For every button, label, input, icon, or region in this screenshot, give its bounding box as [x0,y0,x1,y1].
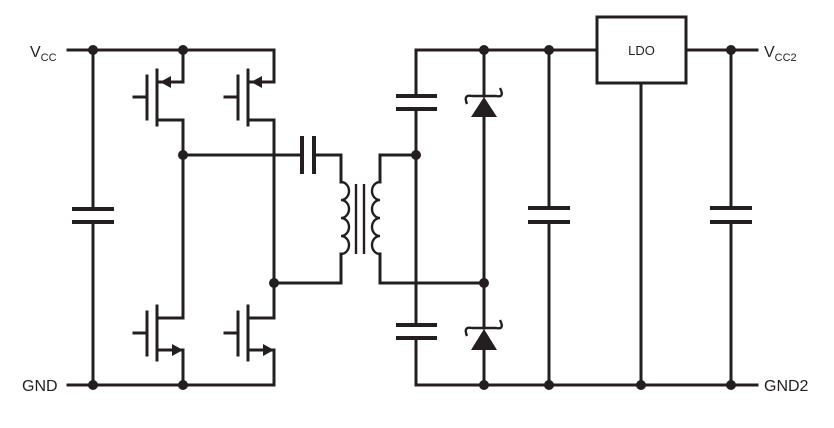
input-capacitor [72,48,114,387]
ldo-label: LDO [628,43,655,58]
primary-rails [66,48,276,387]
junction-dots [88,45,736,390]
vcc-label: VCC [30,44,57,64]
primary-switch-wiring [181,136,343,285]
secondary-winding-wiring [378,153,486,285]
primary-winding [340,180,351,256]
secondary-rails [414,48,759,387]
bottom-schottky-diode [464,281,503,387]
right-bottom-nmos-transistor [223,281,276,387]
gnd-label: GND [22,378,58,395]
left-top-pmos-transistor [132,48,185,157]
secondary-winding [370,180,381,256]
doubler-bottom-capacitor [396,153,437,387]
ldo-output-capacitor [710,48,752,387]
right-top-pmos-transistor [223,48,276,285]
gnd2-label: GND2 [764,378,809,395]
ldo-input-capacitor [528,48,570,387]
doubler-top-capacitor [396,48,437,157]
vcc2-label: VCC2 [764,44,797,64]
ldo-regulator: LDO [595,15,688,387]
top-schottky-diode [464,48,503,285]
transformer [340,180,381,256]
left-bottom-nmos-transistor [132,153,185,387]
